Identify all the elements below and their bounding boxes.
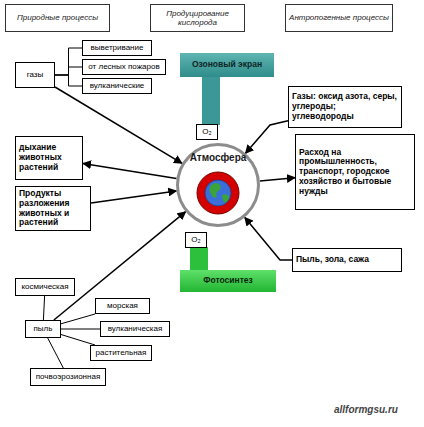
photosynthesis-banner: Фотосинтез — [180, 270, 276, 292]
node-text: космическая — [21, 282, 68, 291]
sub-box: вулканические — [82, 78, 152, 94]
node-text: Атмосфера — [190, 152, 247, 164]
ozone-banner: Озоновый экран — [180, 53, 274, 77]
node-text: морская — [107, 301, 138, 310]
connector-arrow — [245, 217, 292, 260]
sub-box: от лесных пожаров — [82, 59, 166, 75]
watermark: allformgsu.ru — [334, 404, 398, 415]
node-text: Озоновый экран — [192, 60, 262, 70]
node-text: вулканические — [90, 81, 145, 90]
node-text: Расход на промышленность, транспорт, гор… — [299, 148, 411, 197]
node-text: вулканическая — [108, 324, 163, 333]
connector-line — [55, 75, 82, 86]
connector-line — [55, 48, 82, 75]
connector-arrow — [260, 178, 295, 181]
node-text: O₂ — [202, 127, 211, 136]
connector-arrow — [246, 121, 289, 154]
connector-line — [43, 296, 44, 320]
header-box: Природные процессы — [5, 4, 110, 32]
node-text: O₂ — [191, 235, 200, 244]
node-text: Фотосинтез — [203, 276, 253, 286]
oxygen-box: O₂ — [196, 124, 218, 140]
globe — [205, 180, 231, 206]
connector-line — [55, 67, 82, 75]
node-text: Продукты разложения животных и растений — [19, 189, 87, 228]
connector-arrow — [83, 163, 177, 178]
atmosphere-ring — [178, 145, 259, 226]
node-text: почвоэрозионная — [36, 372, 100, 381]
node-text: дыхание животных растений — [19, 143, 79, 172]
node-text: выветривание — [91, 43, 144, 52]
node-text: от лесных пожаров — [88, 62, 159, 71]
connector-line — [48, 338, 64, 368]
atmosphere-circle: Атмосфера — [176, 143, 260, 227]
node-text: Пыль, зола, сажа — [296, 255, 369, 265]
oxygen-box: O₂ — [185, 232, 207, 248]
sub-box: вулканическая — [100, 321, 170, 337]
connector-line — [61, 335, 95, 346]
sub-box: выветривание — [82, 40, 152, 56]
sub-box: растительная — [90, 345, 152, 361]
node-text: растительная — [96, 348, 147, 357]
globe-land — [222, 194, 229, 203]
process-box: Расход на промышленность, транспорт, гор… — [295, 134, 415, 210]
process-box: Продукты разложения животных и растений — [15, 186, 91, 231]
source-box: пыль — [25, 320, 61, 338]
node-text: пыль — [34, 324, 53, 333]
source-box: газы — [15, 62, 55, 88]
process-box: дыхание животных растений — [15, 136, 83, 180]
ozone-stem — [202, 76, 220, 125]
globe-land — [210, 183, 221, 198]
process-box: Газы: оксид азота, серы, углероды; углев… — [288, 86, 402, 128]
connector-line — [61, 329, 100, 330]
red-disc — [197, 172, 239, 214]
node-text: Продуцирование кислорода — [154, 9, 241, 27]
photosynthesis-stem — [190, 247, 208, 271]
node-text: Газы: оксид азота, серы, углероды; углев… — [292, 92, 398, 121]
connector-line — [61, 314, 95, 324]
node-text: Природные процессы — [17, 13, 98, 22]
sub-box: почвоэрозионная — [30, 368, 106, 386]
header-box: Антропогенные процессы — [285, 4, 393, 32]
connector-arrow — [91, 191, 176, 203]
process-box: Пыль, зола, сажа — [292, 248, 402, 272]
sub-box: морская — [95, 298, 150, 314]
node-text: газы — [27, 70, 44, 79]
node-text: Антропогенные процессы — [289, 13, 389, 22]
header-box: Продуцирование кислорода — [150, 4, 245, 32]
sub-box: космическая — [15, 278, 75, 296]
